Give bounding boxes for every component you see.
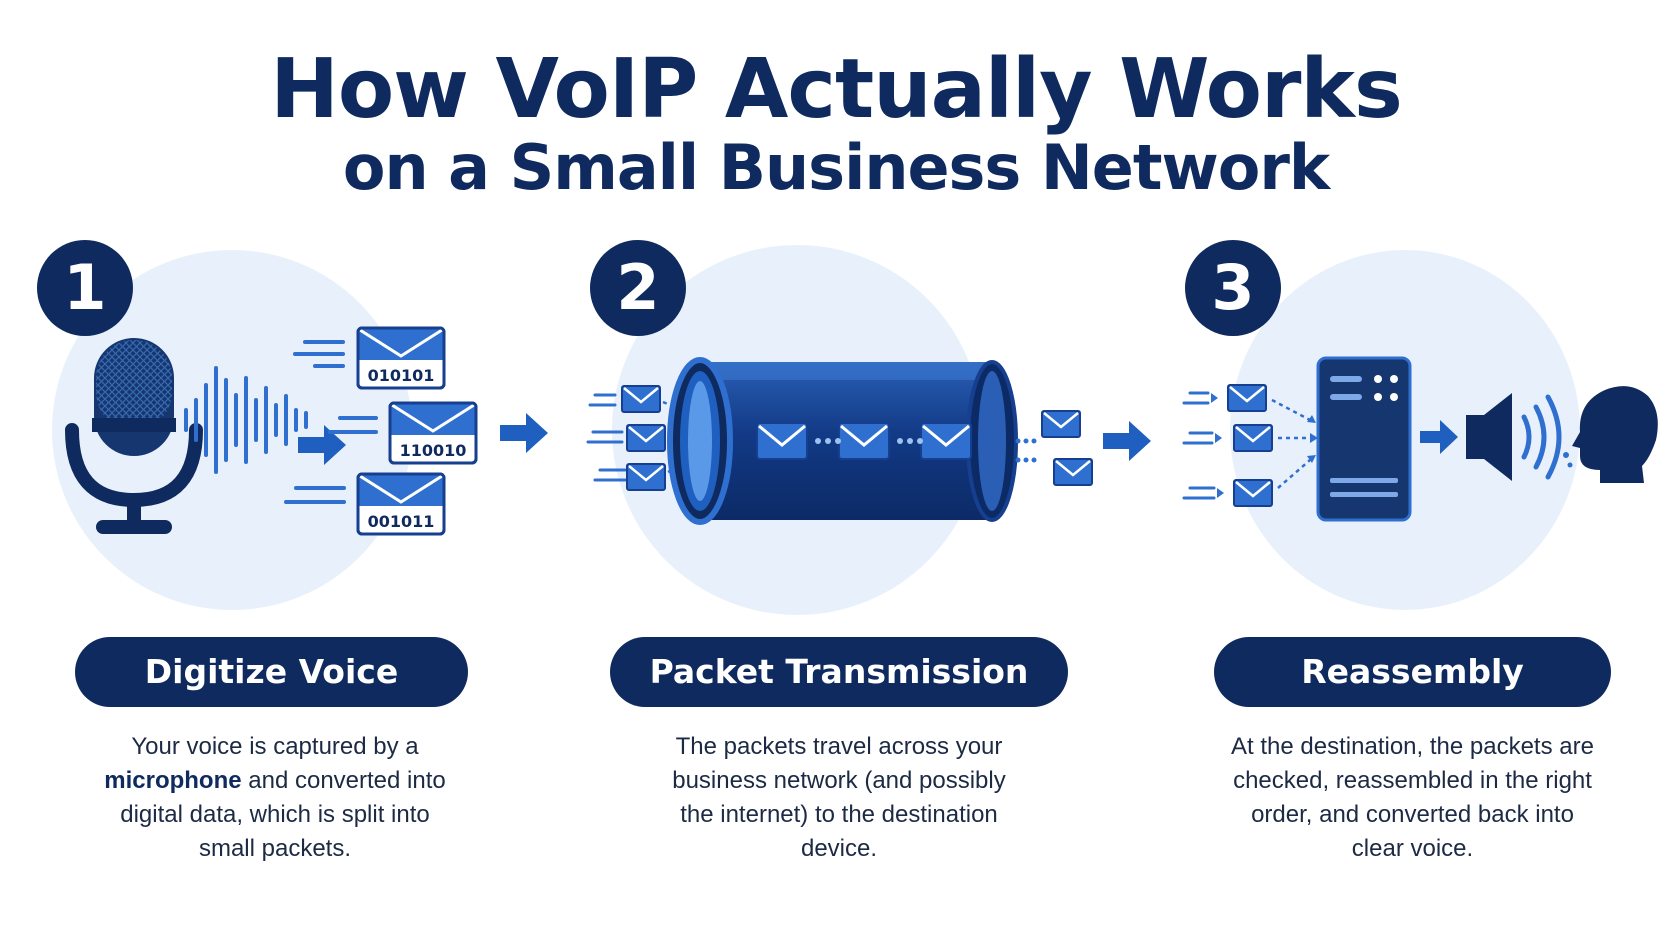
packet-envelope-1: 010101	[356, 326, 446, 390]
step-2-label: Packet Transmission	[610, 637, 1068, 707]
packets-in-tube	[755, 421, 973, 461]
incoming-packets-step-3	[1182, 383, 1318, 508]
step-3-description: At the destination, the packets are chec…	[1231, 733, 1594, 862]
step-2-number-badge: 2	[590, 240, 686, 336]
step-1-description-part-1: Your voice is captured by a	[131, 733, 419, 760]
page-title: How VoIP Actually Works	[270, 42, 1403, 137]
step-3-number-badge: 3	[1185, 240, 1281, 336]
right-arrow-icon	[1420, 420, 1458, 454]
step-1-label: Digitize Voice	[75, 637, 468, 707]
page-subtitle: on a Small Business Network	[342, 131, 1330, 204]
server-icon	[1316, 356, 1412, 522]
sound-wave-icon	[184, 366, 308, 474]
step-1-description-part-2: and converted into digital data, which i…	[120, 767, 446, 862]
packet-label-1: 010101	[368, 366, 435, 385]
step-1-description: Your voice is captured by a microphone a…	[90, 730, 460, 866]
right-arrow-icon	[500, 413, 548, 453]
packet-envelope-2: 110010	[388, 401, 478, 465]
voice-dots-icon	[1563, 452, 1573, 468]
motion-lines-icon	[284, 340, 378, 504]
outgoing-packets	[1015, 409, 1094, 487]
speaker-icon	[1466, 393, 1562, 481]
packet-envelope-3: 001011	[356, 472, 446, 536]
step-1-description-bold: microphone	[104, 767, 242, 794]
person-head-icon	[1572, 386, 1658, 483]
step-2-description: The packets travel across your business …	[672, 733, 1006, 862]
microphone-icon	[65, 338, 203, 534]
step-1-number-badge: 1	[37, 240, 133, 336]
step-3-label: Reassembly	[1214, 637, 1611, 707]
packet-label-3: 001011	[368, 512, 435, 531]
right-arrow-icon	[1103, 421, 1151, 461]
packet-label-2: 110010	[400, 441, 467, 460]
